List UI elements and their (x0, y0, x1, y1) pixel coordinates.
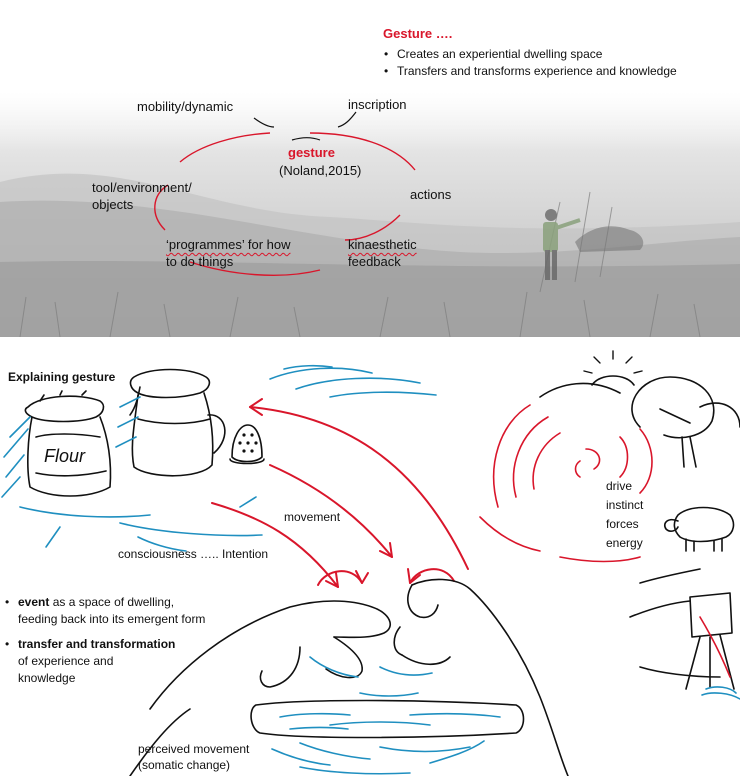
bullet-transfer-line2: of experience and (18, 654, 114, 668)
cycle-connectors (253, 111, 357, 141)
drive-item: instinct (606, 498, 644, 512)
node-feedback: feedback (348, 254, 401, 269)
jug-drawing (129, 368, 226, 477)
bullet-transfer-bold: transfer and transformation (18, 637, 176, 651)
explaining-heading: Explaining gesture (8, 370, 116, 384)
movement-label: movement (284, 510, 341, 524)
gesture-cycle-diagram (154, 111, 416, 276)
bullet-event-rest: as a space of dwelling, (49, 595, 175, 609)
bullet-event-bold: event (18, 595, 50, 609)
node-mobility: mobility/dynamic (137, 99, 234, 114)
flour-bag-drawing (24, 390, 112, 497)
drive-item: energy (606, 536, 643, 550)
gesture-box-bullet: Transfers and transforms experience and … (383, 63, 677, 80)
movement-arrows (211, 398, 469, 588)
cycle-arcs (154, 132, 416, 276)
bullet-event: event as a space of dwelling, feeding bac… (4, 594, 205, 628)
node-programmes-line1: ‘programmes’ for how (166, 237, 291, 253)
node-kinaesthetic: kinaesthetic (348, 237, 417, 252)
node-programmes-line2: to do things (166, 254, 234, 269)
landscape-photo (0, 92, 740, 337)
explaining-gesture-sketch: Flour (1, 350, 740, 776)
explaining-bullets: event as a space of dwelling, feeding bac… (4, 594, 205, 687)
gesture-box-bullets: Creates an experiential dwelling space T… (383, 46, 677, 80)
node-programmes: ‘programmes’ for how (166, 237, 291, 252)
top-blue-strokes (269, 364, 437, 398)
bullet-event-line2: feeding back into its emergent form (18, 612, 206, 626)
bullet-transfer: transfer and transformation of experience… (4, 636, 205, 687)
node-inscription: inscription (348, 97, 407, 112)
bullet-transfer-line3: knowledge (18, 671, 76, 685)
gesture-box-title: Gesture …. (383, 26, 453, 41)
perceived-movement-line2: (somatic change) (138, 758, 231, 772)
easel-drawing (629, 568, 735, 690)
gesture-box-bullet: Creates an experiential dwelling space (383, 46, 677, 63)
drives-list: drive instinct forces energy (606, 477, 643, 553)
node-actions: actions (410, 187, 452, 202)
center-gesture: gesture (288, 145, 335, 160)
node-tool-environment: tool/environment/ (92, 180, 192, 195)
node-tool-objects: objects (92, 197, 134, 212)
shaker-drawing (229, 424, 265, 465)
consciousness-label: consciousness ….. Intention (118, 547, 269, 561)
drive-item: forces (606, 517, 639, 531)
drive-item: drive (606, 479, 633, 493)
hand-blue-strokes (271, 656, 501, 775)
node-kinaesthetic-line1: kinaesthetic (348, 237, 417, 253)
hands-drawing (129, 578, 569, 776)
sheep-drawing (663, 506, 735, 552)
perceived-movement-line1: perceived movement (138, 742, 250, 756)
red-ripples (479, 404, 731, 678)
flour-label: Flour (44, 446, 86, 466)
center-citation: (Noland,2015) (279, 163, 362, 178)
landscape-drawing (539, 350, 740, 468)
